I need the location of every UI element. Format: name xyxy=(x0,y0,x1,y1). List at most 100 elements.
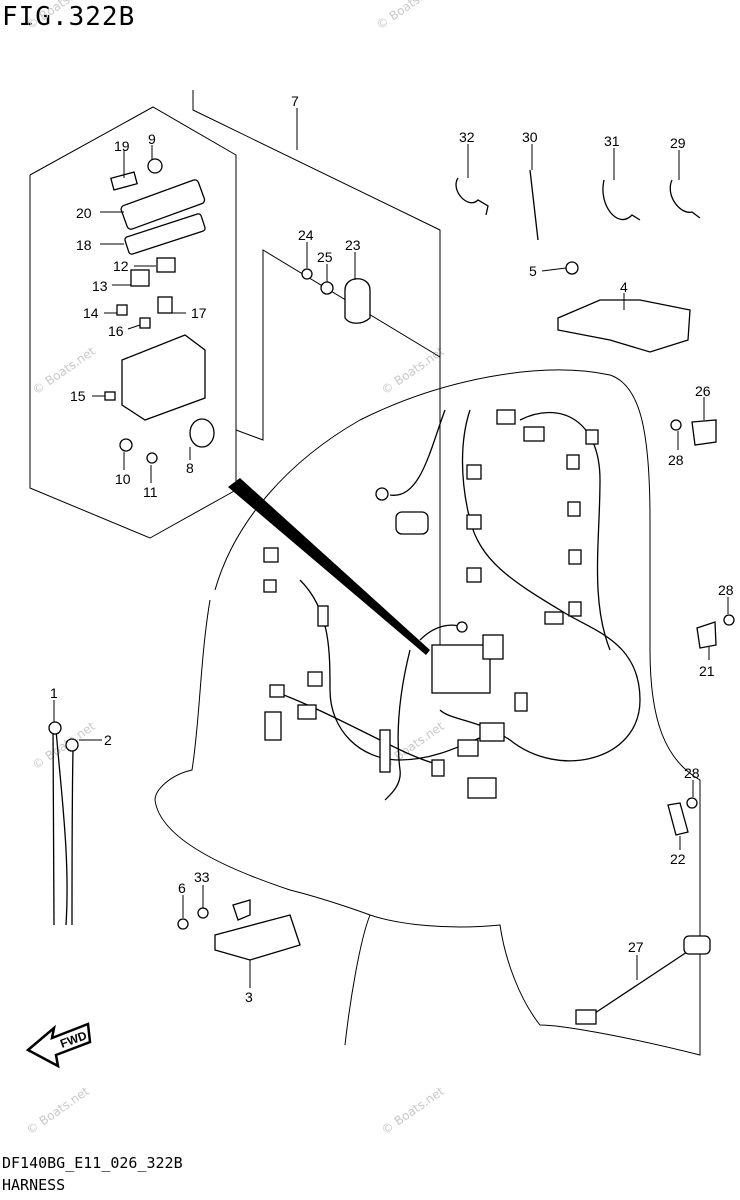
main-harness xyxy=(263,409,641,801)
connector xyxy=(466,514,482,530)
callout-30: 30 xyxy=(522,129,538,145)
diagram-title: HARNESS xyxy=(2,1176,66,1194)
callout-25: 25 xyxy=(317,249,333,265)
watermark: © Boats.net xyxy=(24,0,92,32)
pointer-wedge xyxy=(228,478,430,655)
callout-4: 4 xyxy=(620,279,628,295)
washer-33 xyxy=(197,907,209,919)
connector xyxy=(466,567,482,583)
connector xyxy=(317,605,329,627)
nut-11 xyxy=(146,452,158,464)
fuse-16 xyxy=(139,317,151,329)
callout-22: 22 xyxy=(670,851,686,867)
bolt-5 xyxy=(565,261,579,275)
callout-33: 33 xyxy=(194,869,210,885)
cable-1-b xyxy=(55,729,68,926)
callout-1: 1 xyxy=(50,685,58,701)
connector xyxy=(544,611,564,625)
callout-6: 6 xyxy=(178,880,186,896)
callout-31: 31 xyxy=(604,133,620,149)
callouts: 7 19 9 20 18 12 13 14 16 17 15 10 11 8 2… xyxy=(50,93,734,1005)
callout-17: 17 xyxy=(191,305,207,321)
fuse-14 xyxy=(116,304,128,316)
callout-19: 19 xyxy=(114,138,130,154)
bolt-28-b xyxy=(723,614,735,626)
callout-10: 10 xyxy=(115,471,131,487)
connector xyxy=(496,409,516,425)
callout-3: 3 xyxy=(245,989,253,1005)
connector xyxy=(466,464,482,480)
callout-13: 13 xyxy=(92,278,108,294)
fuse-box-seal xyxy=(124,213,206,255)
callout-32: 32 xyxy=(459,129,475,145)
watermark: © Boats.net xyxy=(30,719,98,773)
connector xyxy=(514,692,528,712)
callout-7: 7 xyxy=(291,93,299,109)
callout-15: 15 xyxy=(70,388,86,404)
connector xyxy=(379,729,391,773)
bolt-10 xyxy=(119,438,133,452)
connector xyxy=(585,429,599,445)
fuse-box-body xyxy=(121,334,206,421)
bracket-4 xyxy=(557,299,691,353)
clamp-29 xyxy=(669,179,701,219)
relay-12 xyxy=(156,257,176,273)
connector xyxy=(567,501,581,517)
callout-28-a: 28 xyxy=(668,452,684,468)
connector-loop xyxy=(395,511,429,535)
tie-30 xyxy=(529,169,539,241)
holder-3-tab xyxy=(232,899,251,921)
grommet-8 xyxy=(189,418,215,448)
fuse-box-cover xyxy=(120,179,206,230)
clip-19 xyxy=(110,171,138,191)
clamp-31 xyxy=(602,179,641,221)
screw-6 xyxy=(177,918,189,930)
cable-27-connector xyxy=(575,1009,597,1025)
connector xyxy=(269,684,285,698)
callout-12: 12 xyxy=(113,258,129,274)
connector xyxy=(568,601,582,617)
connector xyxy=(263,547,279,563)
callout-5: 5 xyxy=(529,263,537,279)
connector xyxy=(307,671,323,687)
drawing-code: DF140BG_E11_026_322B xyxy=(2,1154,183,1172)
nut-24 xyxy=(301,268,313,280)
watermarks: © Boats.net © Boats.net © Boats.net © Bo… xyxy=(24,0,447,1137)
callout-24: 24 xyxy=(298,227,314,243)
callout-21: 21 xyxy=(699,663,715,679)
cable-27-end xyxy=(683,935,711,955)
callout-16: 16 xyxy=(108,323,124,339)
cable-1 xyxy=(52,724,55,926)
bolt-28-c xyxy=(686,797,698,809)
watermark: © Boats.net xyxy=(374,0,442,32)
grommet-9 xyxy=(147,158,163,174)
callout-29: 29 xyxy=(670,135,686,151)
watermark: © Boats.net xyxy=(379,1084,447,1138)
cable-2 xyxy=(71,749,74,926)
connector xyxy=(457,739,479,757)
fwd-arrow: FWD xyxy=(25,1022,92,1069)
connector xyxy=(479,722,505,742)
callout-2: 2 xyxy=(104,732,112,748)
callout-27: 27 xyxy=(628,939,644,955)
callout-8: 8 xyxy=(186,460,194,476)
relay-13 xyxy=(130,269,150,287)
connector xyxy=(568,549,582,565)
fuse-17 xyxy=(157,296,173,314)
connector xyxy=(482,634,504,660)
callout-18: 18 xyxy=(76,237,92,253)
ring-terminal xyxy=(456,621,468,633)
bracket-26 xyxy=(691,419,717,446)
cable-27 xyxy=(591,949,691,1016)
fuse-box-parts xyxy=(104,158,215,464)
clip-15 xyxy=(104,391,116,401)
harness-junction-box xyxy=(431,644,491,694)
callout-26: 26 xyxy=(695,383,711,399)
callout-28-c: 28 xyxy=(684,765,700,781)
figure-label: FIG.322B xyxy=(2,2,136,32)
ring-terminal xyxy=(375,487,389,501)
leader-lines xyxy=(53,108,729,988)
callout-9: 9 xyxy=(148,131,156,147)
